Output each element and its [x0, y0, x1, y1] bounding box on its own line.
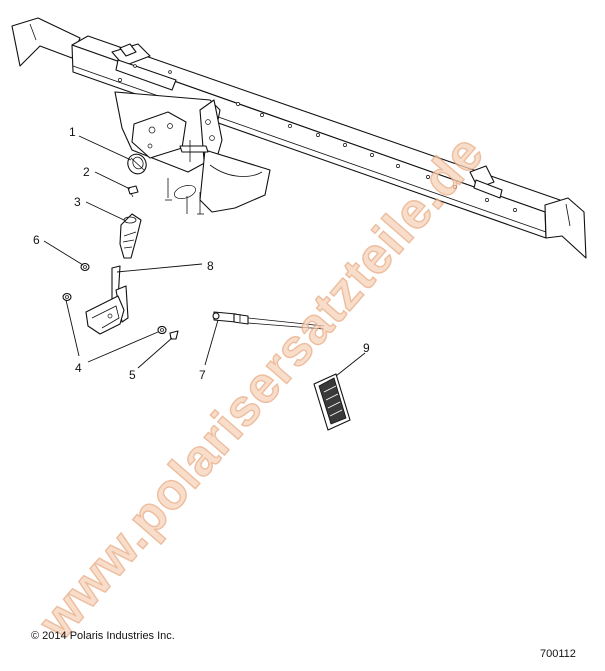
- callout-2: 2: [83, 165, 90, 179]
- part-4-nut-lower: [157, 325, 167, 335]
- callout-1: 1: [69, 125, 76, 139]
- part-2-bolt: [127, 185, 139, 198]
- part-6-nut: [80, 262, 90, 272]
- callout-9: 9: [363, 341, 370, 355]
- callout-6: 6: [33, 233, 40, 247]
- callout-4: 4: [75, 361, 82, 375]
- part-9-pedal-pad: [313, 373, 351, 431]
- part-5-clip: [169, 330, 179, 340]
- part-7-rod: [212, 311, 325, 330]
- part-8-pedal-lever: [85, 265, 129, 335]
- frame-crossmember: [11, 17, 587, 259]
- leader-lines: [43, 135, 366, 377]
- copyright-text: © 2014 Polaris Industries Inc.: [31, 630, 175, 642]
- watermark-text: www.polarisersatzteile.de: [27, 124, 495, 650]
- callout-5: 5: [129, 368, 136, 382]
- pedal-mount-bracket: [114, 91, 271, 215]
- part-4-nut: [62, 292, 72, 302]
- callout-3: 3: [74, 195, 81, 209]
- callout-7: 7: [199, 368, 206, 382]
- part-3-pedal-boot: [119, 213, 142, 259]
- part-1-bushing: [127, 153, 147, 175]
- callout-labels: 1 2 3 4 5 6 7 8 9: [33, 125, 370, 382]
- callout-8: 8: [207, 259, 214, 273]
- drawing-number: 700112: [540, 648, 576, 660]
